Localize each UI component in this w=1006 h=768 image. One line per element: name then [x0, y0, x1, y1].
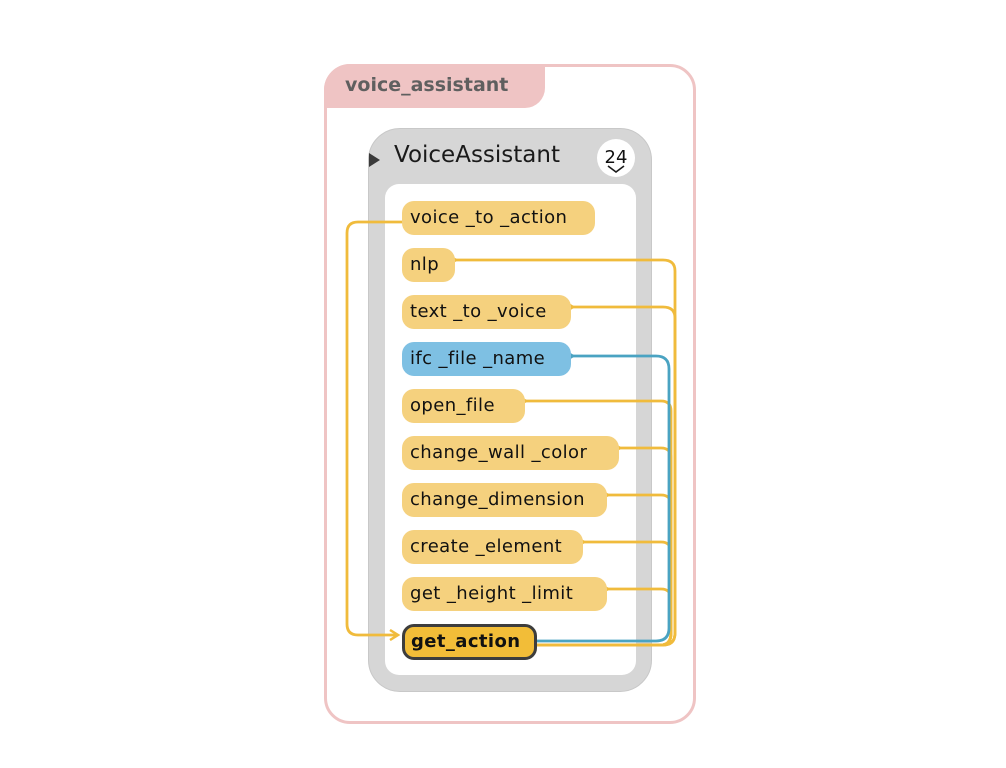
chevron-down-icon: [607, 165, 625, 173]
method-change-wall-color[interactable]: change_wall _color: [402, 436, 619, 470]
method-nlp[interactable]: nlp: [402, 248, 455, 282]
method-get-action[interactable]: get_action: [402, 624, 537, 660]
method-voice-to-action[interactable]: voice _to _action: [402, 201, 595, 235]
method-count-badge[interactable]: 24: [597, 139, 635, 177]
class-title: VoiceAssistant: [394, 142, 560, 168]
method-get-height-limit[interactable]: get _height _limit: [402, 577, 607, 611]
method-open-file[interactable]: open_file: [402, 389, 525, 423]
module-label: voice_assistant: [324, 64, 545, 108]
attribute-ifc-file-name[interactable]: ifc _file _name: [402, 342, 571, 376]
expand-triangle-icon[interactable]: [369, 153, 380, 167]
method-create-element[interactable]: create _element: [402, 530, 583, 564]
method-change-dimension[interactable]: change_dimension: [402, 483, 607, 517]
method-text-to-voice[interactable]: text _to _voice: [402, 295, 571, 329]
